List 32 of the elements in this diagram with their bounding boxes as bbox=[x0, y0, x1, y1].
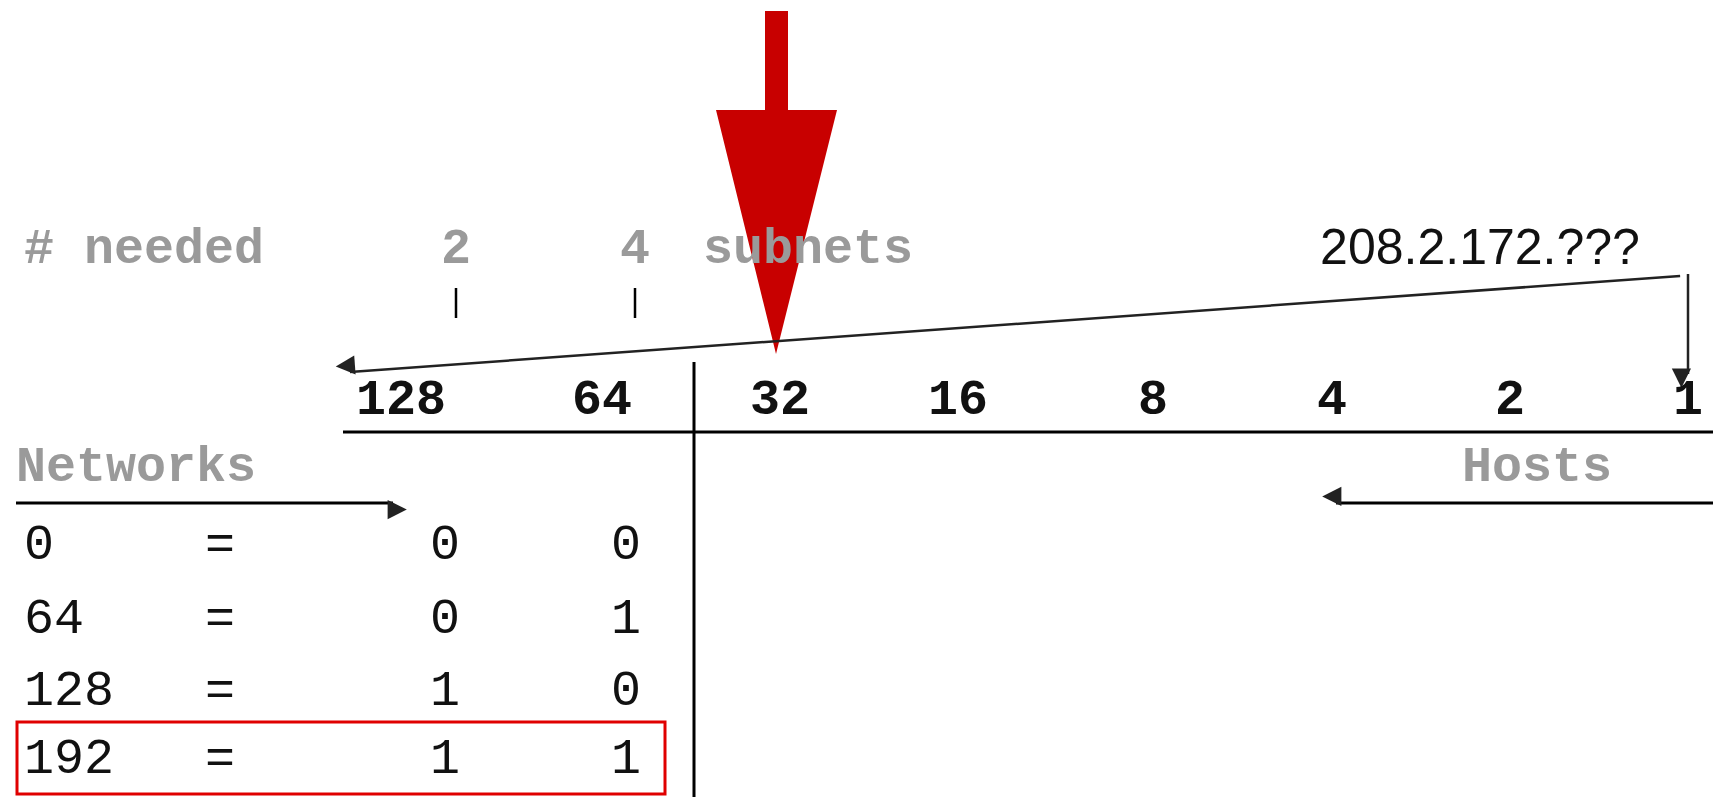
bit-value: 1 bbox=[1673, 376, 1703, 426]
bit-value: 4 bbox=[1317, 376, 1347, 426]
bit-value: 2 bbox=[1495, 376, 1525, 426]
equals-sign: = bbox=[205, 667, 235, 717]
row-value: 64 bbox=[24, 595, 84, 645]
row-value: 0 bbox=[24, 521, 54, 571]
bit-value: 128 bbox=[356, 376, 446, 426]
arrow bbox=[1671, 274, 1691, 388]
bit-value: 0 bbox=[611, 667, 641, 717]
bit-value: 1 bbox=[430, 667, 460, 717]
section-label: Networks bbox=[16, 443, 257, 493]
equals-sign: = bbox=[205, 595, 235, 645]
row-value: 128 bbox=[24, 667, 114, 717]
count-label: 4 bbox=[620, 225, 650, 275]
arrow bbox=[335, 274, 1681, 375]
bit-value: 0 bbox=[430, 521, 460, 571]
bit-value: 8 bbox=[1138, 376, 1168, 426]
ip-address: 208.2.172.??? bbox=[1320, 222, 1640, 272]
equals-sign: = bbox=[205, 521, 235, 571]
row-value: 192 bbox=[24, 735, 114, 785]
bit-value: 0 bbox=[611, 521, 641, 571]
equals-sign: = bbox=[205, 735, 235, 785]
bit-value: 32 bbox=[750, 376, 810, 426]
bit-value: 64 bbox=[572, 376, 632, 426]
bit-value: 16 bbox=[928, 376, 988, 426]
bit-value: 0 bbox=[430, 595, 460, 645]
count-label: 2 bbox=[441, 225, 471, 275]
bit-value: 1 bbox=[611, 595, 641, 645]
bit-value: 1 bbox=[430, 735, 460, 785]
section-label: Hosts bbox=[1462, 443, 1612, 493]
heading-text: # needed bbox=[24, 225, 265, 275]
bit-value: 1 bbox=[611, 735, 641, 785]
